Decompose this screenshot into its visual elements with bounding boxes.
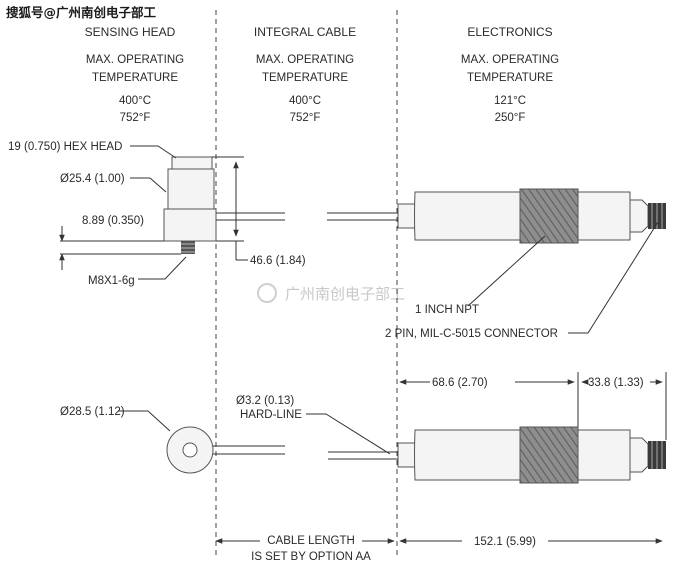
body-length-label: 68.6 (2.70): [432, 377, 488, 389]
cable-diameter-label: Ø3.2 (0.13): [236, 395, 294, 407]
head-thickness-label: 8.89 (0.350): [82, 215, 144, 227]
temp-f: 250°F: [495, 112, 526, 124]
column-title: INTEGRAL CABLE: [254, 25, 356, 39]
column-title: SENSING HEAD: [85, 25, 176, 39]
npt-thread: [519, 188, 579, 244]
cable-stub: [216, 212, 285, 221]
temp-label: TEMPERATURE: [467, 72, 553, 84]
temp-label: TEMPERATURE: [92, 72, 178, 84]
watermark-top: 搜狐号@广州南创电子部工: [6, 5, 157, 20]
head-height-label: 46.6 (1.84): [250, 255, 306, 267]
head-body: [167, 168, 215, 210]
head-diameter-label: Ø25.4 (1.00): [60, 173, 125, 185]
hex-head-label: 19 (0.750) HEX HEAD: [8, 141, 122, 153]
temp-label: MAX. OPERATING: [86, 54, 184, 66]
cable-length-label-2: IS SET BY OPTION AA: [251, 551, 371, 563]
total-length-label: 152.1 (5.99): [474, 536, 536, 548]
temp-f: 752°F: [120, 112, 151, 124]
thread-label: M8X1-6g: [88, 275, 135, 287]
cable-segment-top: [327, 212, 398, 221]
watermark-center: 广州南创电子部工: [257, 283, 405, 303]
cable-length-label-1: CABLE LENGTH: [267, 535, 355, 547]
cable-type-label: HARD-LINE: [240, 409, 302, 421]
watermark-center-text: 广州南创电子部工: [285, 285, 405, 303]
column-title: ELECTRONICS: [467, 25, 552, 39]
temp-label: TEMPERATURE: [262, 72, 348, 84]
temp-c: 121°C: [494, 95, 526, 107]
head-base: [163, 208, 217, 242]
npt-label: 1 INCH NPT: [415, 304, 479, 316]
connector-label: 2 PIN, MIL-C-5015 CONNECTOR: [385, 328, 558, 340]
cable-segment-bottom: [328, 451, 398, 460]
temp-c: 400°C: [289, 95, 321, 107]
sensing-head-side: [163, 156, 285, 254]
column-sensing-head: SENSING HEAD MAX. OPERATING TEMPERATURE …: [85, 25, 184, 124]
temp-f: 752°F: [290, 112, 321, 124]
temp-c: 400°C: [119, 95, 151, 107]
connector-length-label: 33.8 (1.33): [588, 377, 644, 389]
top-diameter-label: Ø28.5 (1.12): [60, 406, 125, 418]
temp-label: MAX. OPERATING: [461, 54, 559, 66]
column-integral-cable: INTEGRAL CABLE MAX. OPERATING TEMPERATUR…: [254, 25, 356, 124]
column-electronics: ELECTRONICS MAX. OPERATING TEMPERATURE 1…: [461, 25, 559, 124]
electronics-side-bottom: [397, 426, 666, 484]
electronics-side-top: [397, 188, 666, 244]
temp-label: MAX. OPERATING: [256, 54, 354, 66]
hex-head: [171, 156, 213, 170]
sensing-head-top-view: [166, 426, 285, 474]
